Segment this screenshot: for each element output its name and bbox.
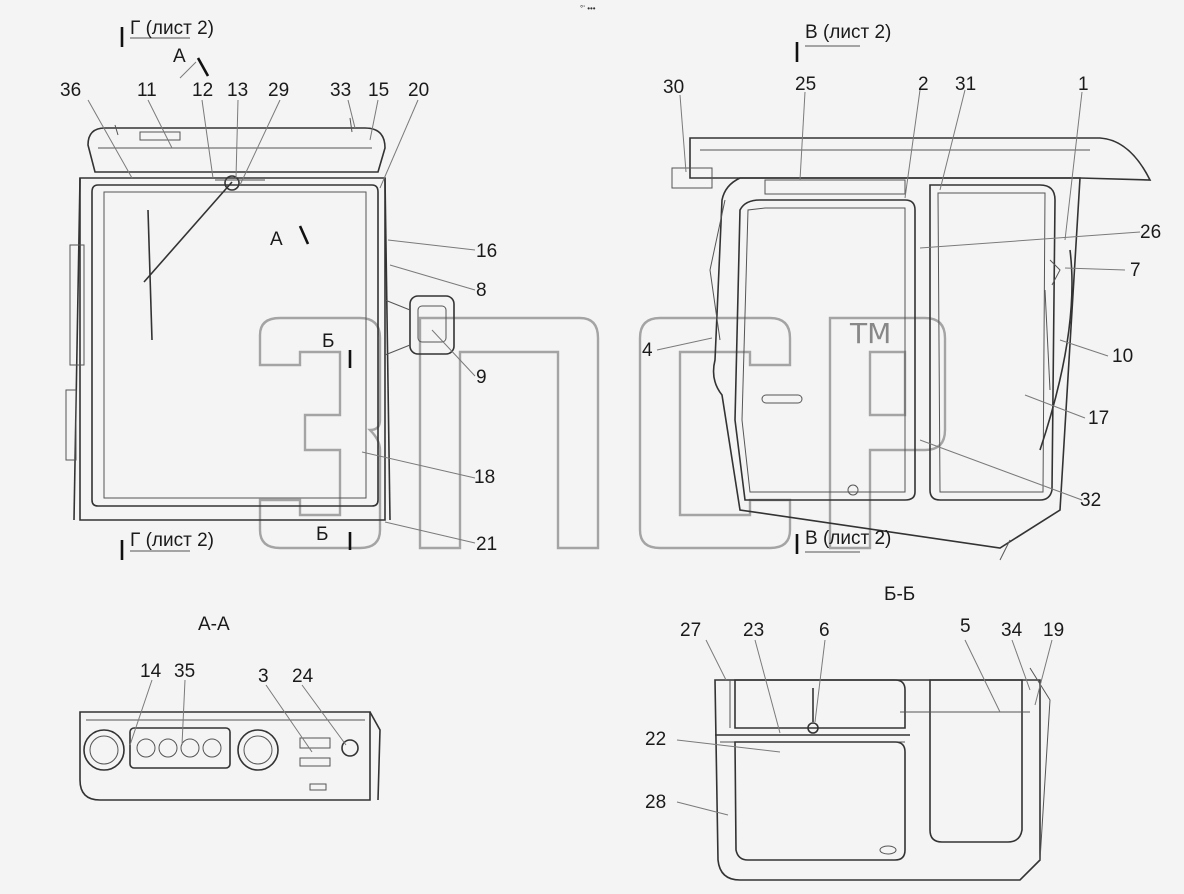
trademark-text: TM (849, 317, 891, 350)
callout-label: 28 (645, 792, 666, 813)
callout-label: 8 (476, 280, 487, 301)
callout-label: 36 (60, 80, 81, 101)
callout-label: 9 (476, 367, 487, 388)
callout-label: 22 (645, 729, 666, 750)
callout-label: 33 (330, 80, 351, 101)
callout-label: 18 (474, 467, 495, 488)
callout-label: 20 (408, 80, 429, 101)
callout-label: 15 (368, 80, 389, 101)
section-marker-a-mid: А (270, 229, 283, 250)
section-marker-b-bottom: Б (316, 524, 328, 545)
callout-label: 24 (292, 666, 314, 687)
callout-label: 5 (960, 616, 971, 637)
callout-label: 31 (955, 74, 976, 95)
callout-label: 23 (743, 620, 764, 641)
front-view (65, 117, 455, 521)
callout-label: 6 (819, 620, 830, 641)
section-marker-g-bottom: Г (лист 2) (130, 530, 214, 551)
section-cut-leaders (130, 37, 860, 553)
section-aa-view (79, 711, 381, 801)
section-bb-view (714, 667, 1051, 881)
callout-label: 11 (137, 80, 157, 101)
section-marker-a-top: А (173, 46, 186, 67)
callout-label: 2 (918, 74, 929, 95)
section-marker-v-top: В (лист 2) (805, 22, 891, 43)
zpsr-watermark (258, 316, 947, 550)
callout-label: 27 (680, 620, 701, 641)
callout-label: 1 (1078, 74, 1089, 95)
section-cut-marks (120, 27, 799, 560)
callout-label: 26 (1140, 222, 1161, 243)
section-marker-v-bottom: В (лист 2) (805, 528, 891, 549)
section-marker-b-mid: Б (322, 331, 334, 352)
callout-label: 25 (795, 74, 816, 95)
callout-label: 32 (1080, 490, 1101, 511)
callout-label: 35 (174, 661, 195, 682)
leader-lines (87, 61, 1141, 816)
callout-label: 17 (1088, 408, 1109, 429)
callout-label: 29 (268, 80, 289, 101)
callout-label: 12 (192, 80, 213, 101)
section-marker-g-top: Г (лист 2) (130, 18, 214, 39)
section-title-aa: А-А (198, 614, 230, 635)
section-title-bb: Б-Б (884, 584, 915, 605)
callout-label: 19 (1043, 620, 1064, 641)
callout-label: 34 (1001, 620, 1023, 641)
callout-label: 16 (476, 241, 497, 262)
callout-label: 4 (642, 340, 653, 361)
top-mark: °‘ ••• (580, 4, 596, 13)
callout-label: 7 (1130, 260, 1141, 281)
callout-label: 13 (227, 80, 248, 101)
callout-label: 30 (663, 77, 684, 98)
callout-label: 21 (476, 534, 497, 555)
callout-label: 14 (140, 661, 162, 682)
callout-label: 10 (1112, 346, 1133, 367)
callout-label: 3 (258, 666, 269, 687)
side-view (671, 137, 1152, 561)
